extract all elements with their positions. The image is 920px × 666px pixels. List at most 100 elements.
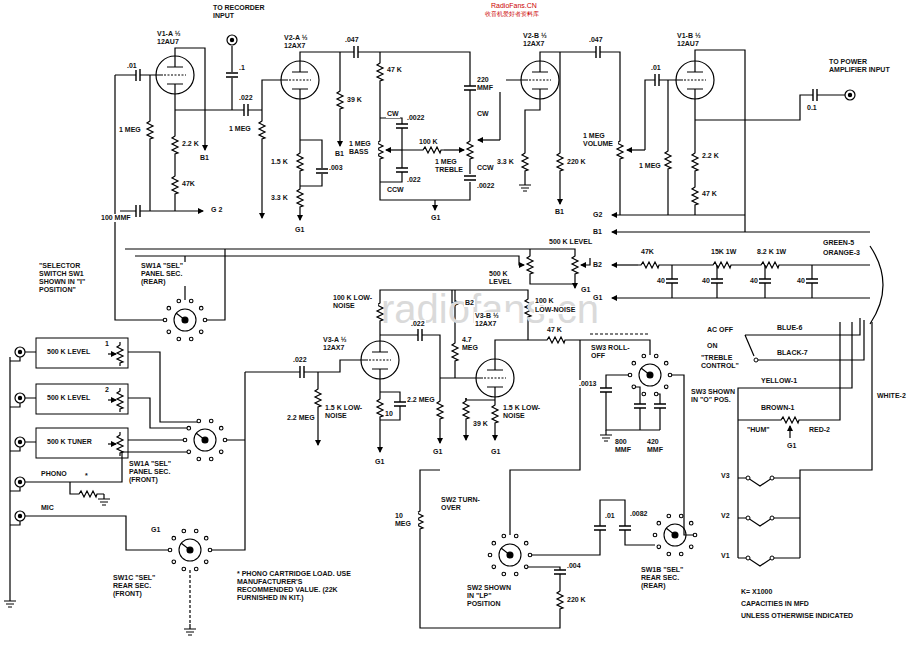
schematic-label: 500 K LEVEL	[488, 270, 518, 286]
schematic-label: 47K	[181, 180, 196, 188]
wire	[10, 46, 883, 628]
schematic-label: .003	[328, 164, 344, 172]
resistor-symbol	[117, 388, 123, 412]
arrow-wire	[612, 231, 870, 232]
schematic-label: 1 MEG	[118, 126, 142, 134]
schematic-label: .0082	[629, 510, 649, 518]
schematic-label: G 2	[210, 206, 223, 214]
schematic-label: 220 K	[566, 596, 587, 604]
schematic-label: 2.2 MEG	[406, 396, 436, 404]
schematic-label: K= X1000	[740, 588, 773, 596]
schematic-label: 8.2 K 1W	[756, 248, 787, 256]
schematic-label: GREEN-5	[822, 239, 855, 247]
resistor-symbol	[710, 262, 734, 268]
resistor-symbol	[297, 150, 303, 174]
control-box	[36, 428, 128, 458]
tube-symbol	[156, 56, 714, 397]
schematic-label: G1	[580, 286, 591, 294]
capacitor-symbol	[600, 388, 612, 392]
schematic-label: 2.2 K	[701, 152, 720, 160]
schematic-label: SW1C "SEL" REAR SEC.(FRONT)	[112, 574, 168, 598]
schematic-label: G1	[786, 442, 797, 450]
resistor-symbol	[76, 60, 802, 612]
schematic-label: SW1A "SEL" PANEL SEC. (REAR)	[140, 262, 194, 286]
resistor-symbol	[557, 150, 563, 174]
schematic-label: 2.2 K	[181, 140, 200, 148]
schematic-label: 100 K	[534, 297, 555, 305]
arrow-wire	[108, 443, 116, 444]
arrow-wire	[612, 297, 870, 298]
arrow-wire	[465, 422, 466, 440]
wire	[662, 246, 883, 324]
schematic-label: 39 K	[472, 420, 489, 428]
schematic-label: 1.5 K LOW-NOISE	[324, 404, 370, 420]
schematic-label: B1	[554, 208, 565, 216]
watermark: RadioFans.CN	[490, 2, 538, 10]
heater-pin	[746, 516, 750, 520]
schematic-label: 1 MEG VOLUME	[582, 132, 618, 148]
capacitor-symbol	[554, 570, 566, 574]
jack-symbol	[15, 35, 855, 521]
capacitor-symbol	[226, 73, 238, 77]
schematic-label: 1 MEG TREBLE	[434, 158, 468, 174]
schematic-label: .0013	[578, 380, 598, 388]
schematic-label: 1.5 K	[270, 158, 289, 166]
arrow-wire	[494, 426, 495, 440]
schematic-label: 1	[104, 340, 110, 348]
control-box	[36, 384, 128, 414]
schematic-label: "SELECTOR SWITCH SW1 SHOWN IN "I" POSITI…	[38, 262, 106, 294]
resistor-symbol	[692, 150, 698, 174]
tube-symbol	[676, 61, 714, 99]
schematic-label: .022	[238, 94, 254, 102]
arrow-wire	[299, 210, 300, 220]
arrow-wire	[581, 258, 590, 265]
schematic-label: 500 K LEVEL	[46, 394, 91, 402]
arrow-wire	[108, 48, 870, 452]
resistor-symbol	[437, 398, 443, 422]
schematic-label: BLUE-6	[776, 324, 803, 332]
capacitor-symbol	[594, 526, 606, 530]
schematic-label: 10 MEG	[394, 512, 418, 528]
resistor-symbol	[463, 398, 469, 422]
schematic-label: G1	[490, 448, 501, 456]
schematic-label: ORANGE-3	[822, 249, 861, 257]
schematic-label: 0.1	[806, 104, 818, 112]
schematic-label: SW2 SHOWN IN "LP" POSITION	[466, 584, 516, 608]
resistor-symbol	[172, 173, 178, 197]
capacitor-symbol	[136, 205, 140, 217]
wire	[738, 318, 872, 566]
capacitor-symbol	[394, 402, 406, 406]
arrow-wire	[439, 422, 440, 443]
schematic-label: G2	[592, 211, 603, 219]
arrow-wire	[612, 264, 638, 265]
capacitor-symbol	[711, 279, 723, 283]
capacitor-symbol	[300, 366, 304, 378]
switch-symbol	[163, 299, 207, 341]
wire	[115, 46, 281, 211]
resistor-symbol	[337, 88, 343, 112]
resistor-symbol	[377, 60, 383, 84]
tube-symbol	[476, 359, 514, 397]
schematic-label: 47 K	[386, 66, 403, 74]
schematic-label: V1	[720, 552, 731, 560]
schematic-label: 10	[384, 410, 394, 418]
schematic-label: G1	[374, 458, 385, 466]
capacitor-symbol	[655, 74, 659, 86]
arrow-wire	[379, 420, 380, 452]
arrow-wire	[261, 142, 262, 218]
schematic-label: 47 K	[701, 190, 718, 198]
schematic-label: .022	[406, 176, 422, 184]
resistor-symbol	[117, 342, 123, 366]
schematic-label: B1	[592, 228, 603, 236]
heater-pin	[746, 358, 774, 560]
heater-pin	[746, 476, 750, 480]
capacitor-symbol	[634, 404, 646, 408]
schematic-label: 2	[104, 386, 110, 394]
schematic-label: 40	[656, 277, 666, 285]
ground-symbol	[4, 180, 612, 635]
resistor-symbol	[557, 588, 563, 612]
jack-symbol	[227, 35, 237, 45]
schematic-label: V2-A ½ 12AX7	[283, 34, 325, 50]
jack-symbol	[15, 393, 25, 403]
resistor-symbol	[638, 262, 662, 268]
